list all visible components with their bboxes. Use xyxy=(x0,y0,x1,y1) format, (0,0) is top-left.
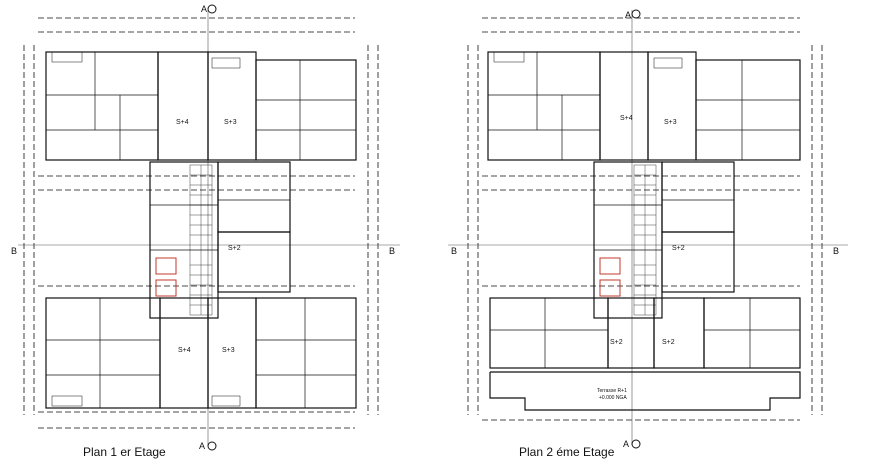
plan-2-grid-lines xyxy=(467,17,823,421)
terrace-level: +0.000 NGA xyxy=(599,395,627,401)
room-label: S+2 xyxy=(610,339,623,346)
room-label: S+4 xyxy=(620,115,633,122)
plan-2-terrace xyxy=(489,371,801,411)
plan-1-axis-left: B xyxy=(11,246,17,256)
room-label: S+3 xyxy=(222,347,235,354)
plan-1-walls xyxy=(45,51,357,409)
plan-2-walls xyxy=(487,51,801,369)
plan-1-drawing xyxy=(18,10,400,445)
room-label: S+2 xyxy=(672,245,685,252)
plan-2-stair-hatch xyxy=(633,164,657,316)
plan-2-axis-left: B xyxy=(451,246,457,256)
plan-1-axis-top: A xyxy=(201,4,207,14)
room-label: S+4 xyxy=(176,119,189,126)
room-label: S+2 xyxy=(228,245,241,252)
plan-1-axis-right: B xyxy=(389,246,395,256)
plan-2-room-labels: S+4 S+3 S+2 S+2 S+2 xyxy=(610,115,685,346)
room-label: S+2 xyxy=(662,339,675,346)
plan-2-axis-right: B xyxy=(833,246,839,256)
plan-1-section-axes xyxy=(18,10,400,445)
plan-1-balconies xyxy=(51,51,241,407)
plan-2-balconies xyxy=(493,51,683,69)
axis-marker-circle xyxy=(207,441,217,451)
plan-1-title: Plan 1 er Etage xyxy=(83,445,166,459)
plan-2-axis-top: A xyxy=(625,10,631,20)
plan-1-stair-hatch xyxy=(189,164,213,316)
plan-2-axis-markers: A A B B xyxy=(451,9,839,449)
room-label: S+3 xyxy=(664,119,677,126)
plan-1-axis-bottom: A xyxy=(199,441,205,451)
plan-1-grid-lines xyxy=(23,17,379,429)
plan-1-room-labels: S+4 S+3 S+2 S+4 S+3 xyxy=(176,119,241,354)
terrace-label: Terrasse R+1 xyxy=(597,388,627,394)
plan-2-elevator xyxy=(599,257,621,297)
axis-marker-circle xyxy=(631,439,641,449)
plan-2-partitions xyxy=(488,52,800,368)
plan-2-drawing xyxy=(448,10,848,445)
plan-2-terrace-labels: Terrasse R+1 +0.000 NGA xyxy=(597,388,627,401)
axis-marker-circle xyxy=(631,9,641,19)
plan-2-title: Plan 2 éme Etage xyxy=(519,445,615,459)
room-label: S+4 xyxy=(178,347,191,354)
room-label: S+3 xyxy=(224,119,237,126)
axis-marker-circle xyxy=(207,4,217,14)
plan-2-axis-bottom: A xyxy=(623,439,629,449)
plan-1-elevator xyxy=(155,257,177,297)
plan-1-axis-markers: A A B B xyxy=(11,4,395,451)
